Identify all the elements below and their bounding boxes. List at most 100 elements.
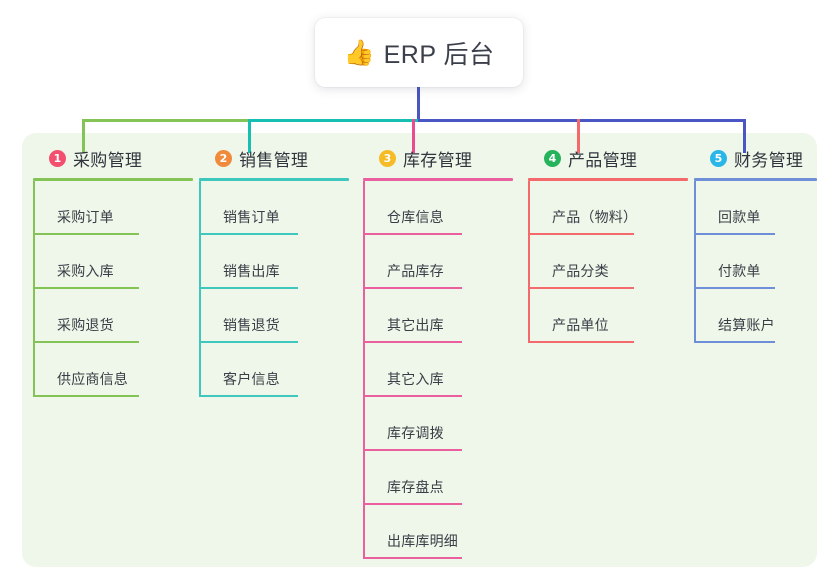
branch-item-rule bbox=[33, 395, 139, 397]
branch-item-rule bbox=[528, 341, 634, 343]
root-node[interactable]: 👍 ERP 后台 bbox=[315, 18, 523, 87]
branch-item-label: 采购退货 bbox=[57, 317, 114, 333]
branch-header-rule-2 bbox=[199, 178, 349, 181]
branch-badge-1: 1 bbox=[49, 149, 66, 167]
branch-drop-3 bbox=[412, 119, 415, 153]
branch-drop-5 bbox=[743, 119, 746, 153]
branch-item-rule bbox=[33, 233, 139, 235]
branch-header-rule-3 bbox=[363, 178, 513, 181]
branch-header-5[interactable]: 5 财务管理 bbox=[694, 145, 817, 171]
branch-badge-2: 2 bbox=[215, 149, 232, 167]
branch-item-rule bbox=[33, 341, 139, 343]
branch-item[interactable]: 产品（物料） bbox=[528, 181, 688, 235]
branch-item-rule bbox=[694, 233, 775, 235]
root-node-title: ERP 后台 bbox=[383, 40, 495, 69]
branch-item-label: 结算账户 bbox=[718, 317, 775, 333]
branch-column-4: 4 产品管理产品（物料） 产品分类产品单位 bbox=[528, 145, 688, 343]
branch-item-rule bbox=[363, 449, 462, 451]
branch-item[interactable]: 采购订单 bbox=[33, 181, 193, 235]
bus-segment-green bbox=[82, 119, 250, 122]
branch-header-rule-5 bbox=[694, 178, 817, 181]
branch-item-label: 其它出库 bbox=[387, 317, 444, 333]
branch-column-2: 2 销售管理销售订单销售出库销售退货客户信息 bbox=[199, 145, 349, 397]
branch-item[interactable]: 销售退货 bbox=[199, 289, 349, 343]
branch-drop-4 bbox=[577, 119, 580, 153]
branch-item[interactable]: 结算账户 bbox=[694, 289, 817, 343]
branch-body-5: 回款单付款单结算账户 bbox=[694, 181, 817, 343]
branch-item-rule bbox=[363, 233, 462, 235]
branch-item-rule bbox=[363, 557, 462, 559]
branch-item-rule bbox=[528, 287, 634, 289]
branch-item[interactable]: 其它出库 bbox=[363, 289, 513, 343]
branch-item-rule bbox=[694, 287, 775, 289]
branch-item[interactable]: 采购退货 bbox=[33, 289, 193, 343]
branch-item[interactable]: 产品库存 bbox=[363, 235, 513, 289]
branch-column-5: 5 财务管理回款单付款单结算账户 bbox=[694, 145, 817, 343]
branch-spine-5 bbox=[694, 181, 696, 343]
diagram-panel bbox=[22, 133, 817, 567]
branch-item-rule bbox=[199, 233, 298, 235]
branch-item-rule bbox=[363, 395, 462, 397]
branch-item[interactable]: 仓库信息 bbox=[363, 181, 513, 235]
branch-item[interactable]: 销售订单 bbox=[199, 181, 349, 235]
branch-title-1: 采购管理 bbox=[73, 150, 143, 170]
branch-spine-2 bbox=[199, 181, 201, 397]
branch-item[interactable]: 采购入库 bbox=[33, 235, 193, 289]
branch-column-1: 1 采购管理采购订单采购入库采购退货供应商信息 bbox=[33, 145, 193, 397]
branch-item-label: 出库库明细 bbox=[387, 533, 458, 549]
branch-item-rule bbox=[199, 287, 298, 289]
branch-item[interactable]: 产品单位 bbox=[528, 289, 688, 343]
branch-item-label: 销售订单 bbox=[223, 209, 280, 225]
branch-header-4[interactable]: 4 产品管理 bbox=[528, 145, 688, 171]
branch-item-rule bbox=[694, 341, 775, 343]
branch-title-4: 产品管理 bbox=[568, 150, 638, 170]
branch-item-label: 采购入库 bbox=[57, 263, 114, 279]
branch-header-2[interactable]: 2 销售管理 bbox=[199, 145, 349, 171]
bus-segment-teal bbox=[248, 119, 420, 122]
branch-item-label: 库存调拨 bbox=[387, 425, 444, 441]
branch-spine-4 bbox=[528, 181, 530, 343]
branch-item-rule bbox=[363, 287, 462, 289]
branch-body-1: 采购订单采购入库采购退货供应商信息 bbox=[33, 181, 193, 397]
branch-item[interactable]: 库存调拨 bbox=[363, 397, 513, 451]
branch-item[interactable]: 产品分类 bbox=[528, 235, 688, 289]
branch-item-label: 其它入库 bbox=[387, 371, 444, 387]
branch-item[interactable]: 供应商信息 bbox=[33, 343, 193, 397]
branch-badge-5: 5 bbox=[710, 149, 727, 167]
branch-item-label: 销售退货 bbox=[223, 317, 280, 333]
branch-item-label: 产品（物料） bbox=[552, 209, 638, 225]
branch-item-label: 产品库存 bbox=[387, 263, 444, 279]
branch-item-label: 客户信息 bbox=[223, 371, 280, 387]
root-stem bbox=[417, 87, 420, 122]
branch-item-rule bbox=[33, 287, 139, 289]
branch-item-rule bbox=[363, 341, 462, 343]
branch-item[interactable]: 付款单 bbox=[694, 235, 817, 289]
branch-item[interactable]: 出库库明细 bbox=[363, 505, 513, 559]
branch-item-rule bbox=[199, 341, 298, 343]
branch-item-rule bbox=[363, 503, 462, 505]
branch-spine-1 bbox=[33, 181, 35, 397]
branch-body-2: 销售订单销售出库销售退货客户信息 bbox=[199, 181, 349, 397]
branch-item-label: 付款单 bbox=[718, 263, 761, 279]
branch-badge-3: 3 bbox=[379, 149, 396, 167]
branch-header-1[interactable]: 1 采购管理 bbox=[33, 145, 193, 171]
branch-item-label: 产品单位 bbox=[552, 317, 609, 333]
thumbs-up-icon: 👍 bbox=[343, 39, 375, 67]
branch-badge-4: 4 bbox=[544, 149, 561, 167]
branch-item[interactable]: 库存盘点 bbox=[363, 451, 513, 505]
branch-body-3: 仓库信息产品库存其它出库其它入库库存调拨库存盘点出库库明细 bbox=[363, 181, 513, 559]
branch-item[interactable]: 销售出库 bbox=[199, 235, 349, 289]
branch-item[interactable]: 其它入库 bbox=[363, 343, 513, 397]
branch-header-rule-4 bbox=[528, 178, 688, 181]
branch-header-rule-1 bbox=[33, 178, 193, 181]
branch-body-4: 产品（物料） 产品分类产品单位 bbox=[528, 181, 688, 343]
branch-spine-3 bbox=[363, 181, 365, 559]
branch-title-2: 销售管理 bbox=[239, 150, 309, 170]
branch-item[interactable]: 回款单 bbox=[694, 181, 817, 235]
branch-item-rule bbox=[199, 395, 298, 397]
branch-title-5: 财务管理 bbox=[734, 150, 804, 170]
branch-item[interactable]: 客户信息 bbox=[199, 343, 349, 397]
